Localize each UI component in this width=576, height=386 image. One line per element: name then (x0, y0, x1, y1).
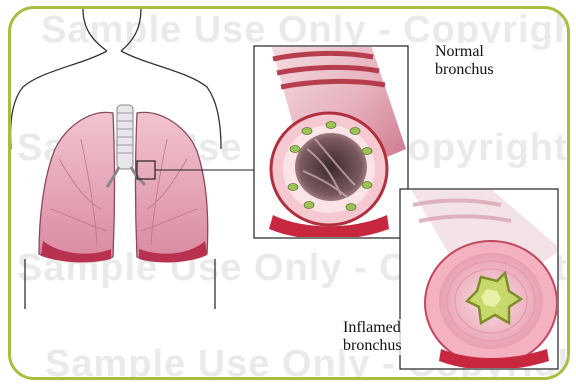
normal-bronchus-panel (254, 45, 408, 240)
inflamed-bronchus-panel (400, 189, 561, 370)
normal-label-line1: Normal (435, 43, 494, 61)
inflamed-bronchus-label: Inflamed bronchus (343, 319, 402, 355)
normal-bronchus-label: Normal bronchus (435, 43, 494, 79)
normal-label-line2: bronchus (435, 61, 494, 79)
illustration-frame: Sample Use Only - Copyrighted Sample Use… (8, 6, 570, 380)
inflamed-label-line2: bronchus (343, 337, 402, 355)
inflamed-label-line1: Inflamed (343, 319, 402, 337)
